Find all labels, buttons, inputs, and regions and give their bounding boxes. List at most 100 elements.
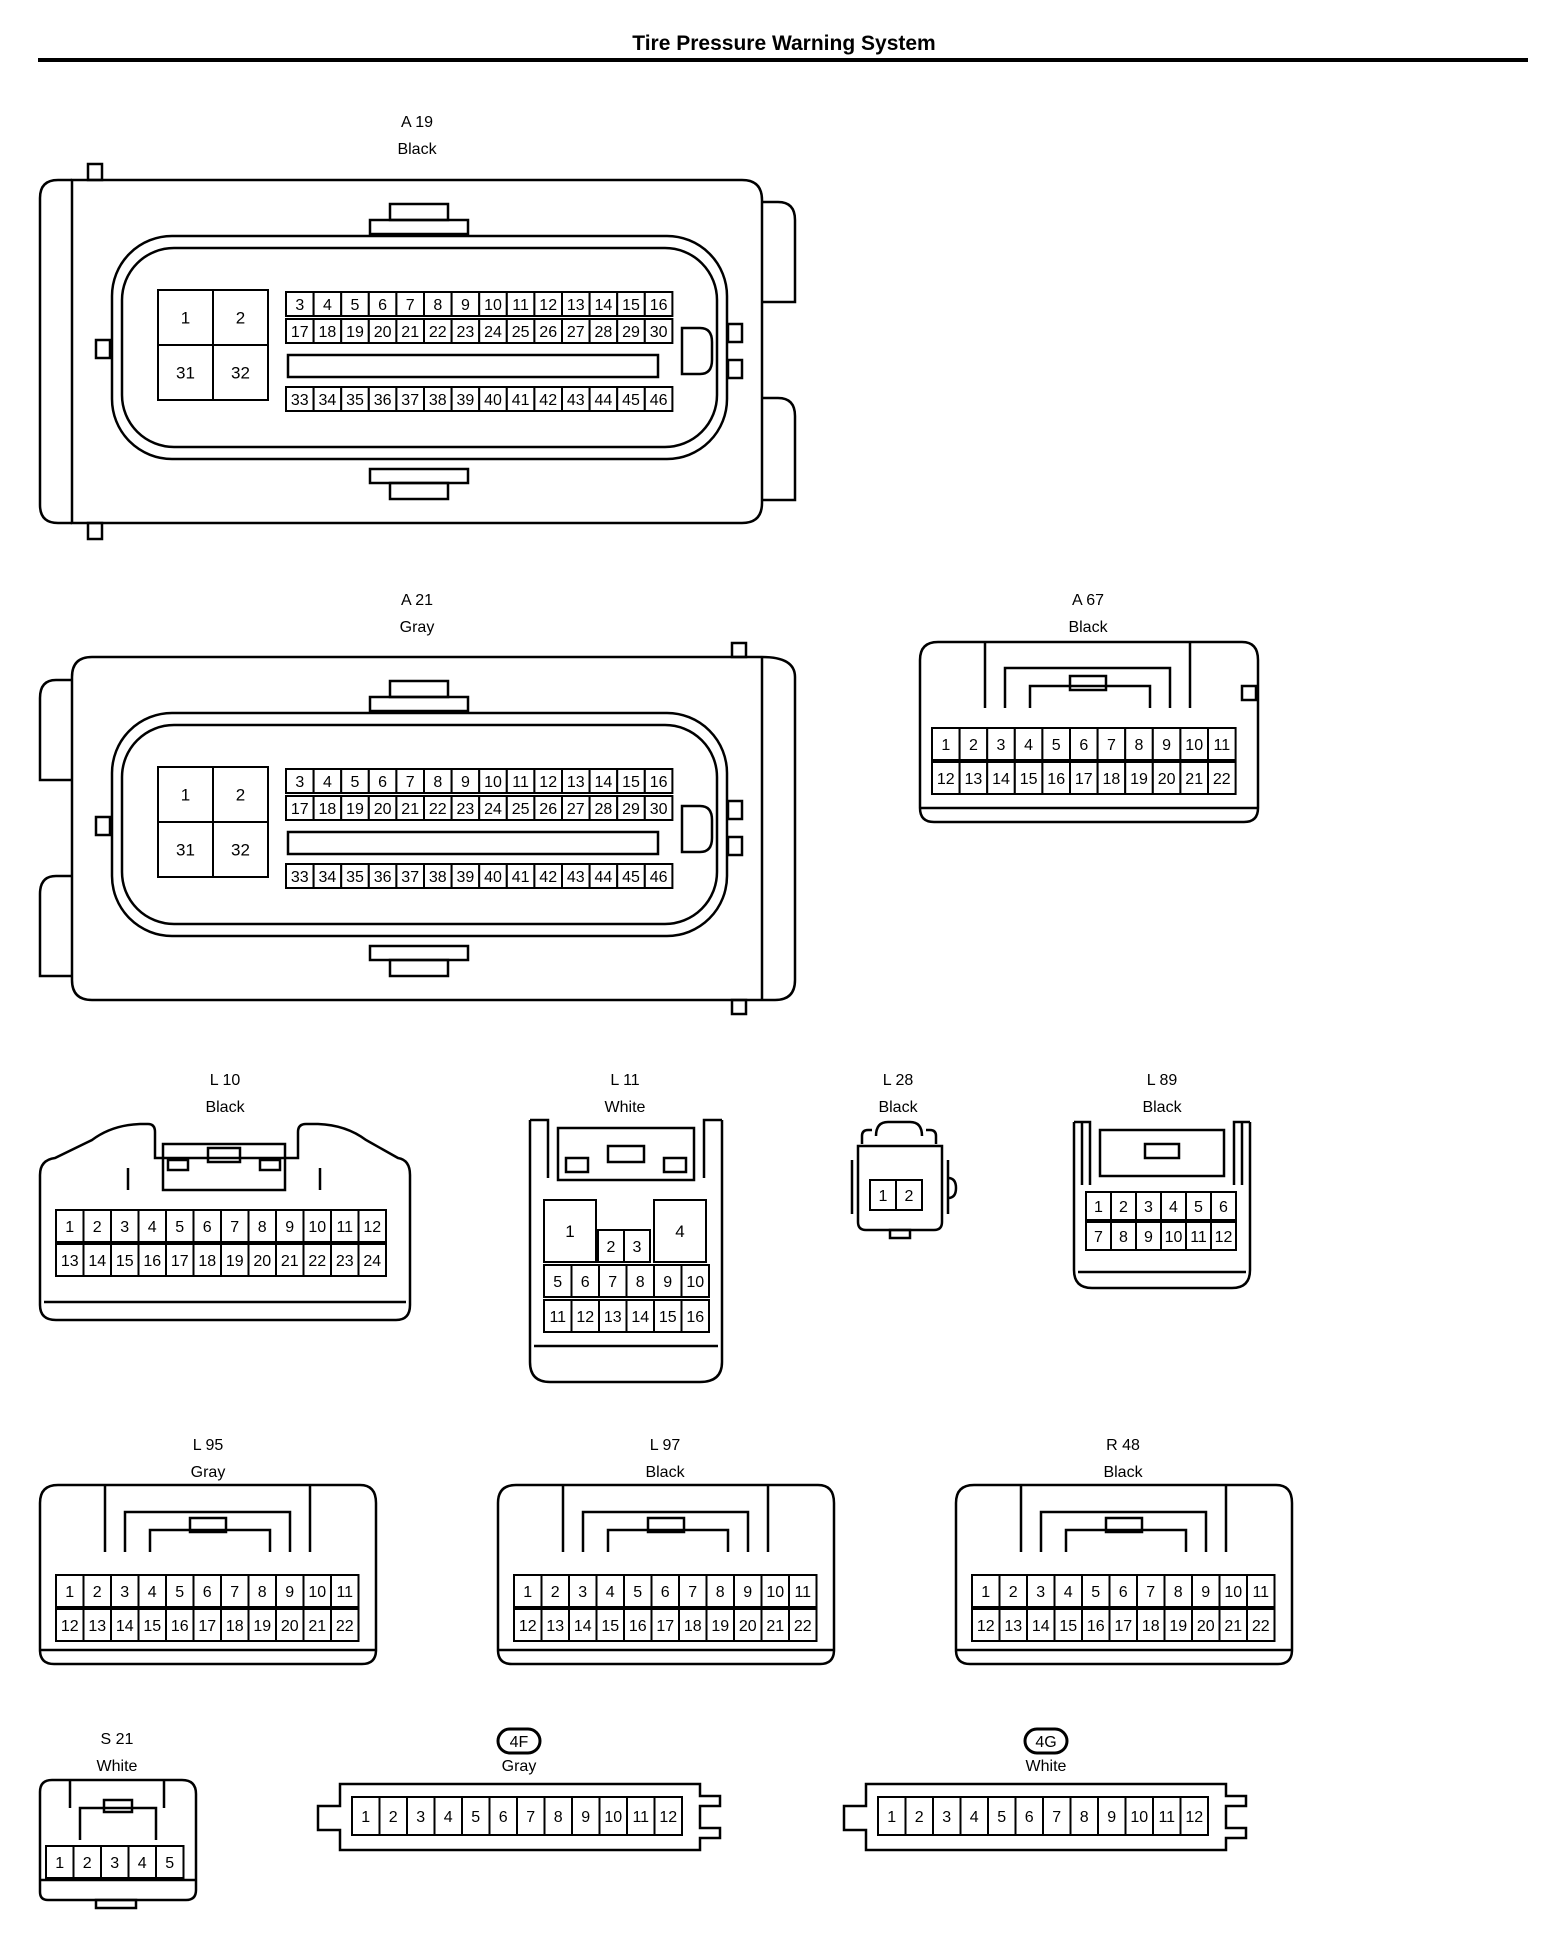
- pin-cell: 22: [302, 1243, 332, 1277]
- connector-housing: [70, 655, 797, 1002]
- pin-cell: 38: [423, 386, 453, 412]
- pin-cell: 3: [1026, 1574, 1056, 1608]
- pin-cell: 16: [1081, 1608, 1111, 1642]
- pin-number: 6: [1079, 737, 1088, 754]
- pin-number: 18: [319, 801, 337, 818]
- pin-cell: 20: [733, 1608, 763, 1642]
- pin-number: 16: [686, 1309, 704, 1326]
- pin-number: 13: [546, 1618, 564, 1635]
- pin-number: 10: [1130, 1809, 1148, 1826]
- pin-number: 8: [716, 1584, 725, 1601]
- pin-cell: 27: [561, 318, 591, 344]
- pin-number: 7: [688, 1584, 697, 1601]
- pin-cell: 25: [505, 318, 536, 344]
- pin-cell: 28: [588, 795, 619, 821]
- pin-number: 1: [65, 1219, 74, 1236]
- pin-cell: 21: [395, 318, 425, 344]
- pin-cell: 21: [395, 795, 425, 821]
- pin-number: 5: [175, 1219, 184, 1236]
- latch-ears: [530, 1118, 722, 1178]
- connector-color: Black: [397, 141, 437, 158]
- pin-cell: 23: [450, 318, 481, 344]
- pin-number: 17: [291, 324, 309, 341]
- pin-cell: 18: [1136, 1608, 1166, 1642]
- connector-code: L 28: [883, 1072, 914, 1089]
- pin-number: 20: [739, 1618, 757, 1635]
- pin-cell: 12: [931, 761, 961, 795]
- pin-number: 7: [1052, 1809, 1061, 1826]
- pin-cell: 3: [932, 1796, 962, 1836]
- pin-cell: 14: [986, 761, 1016, 795]
- pin-cell: 8: [423, 768, 453, 794]
- pin-cell: 2: [82, 1209, 112, 1243]
- pin-cell: 9: [450, 768, 481, 794]
- pin-number: 3: [997, 737, 1006, 754]
- pin-cell: 3: [406, 1796, 436, 1836]
- pin-number: 17: [171, 1253, 189, 1270]
- pin-number: 11: [794, 1584, 811, 1601]
- pin-number: 20: [374, 324, 392, 341]
- junction-4f: 4F Gray: [316, 1727, 722, 1852]
- pin-number: 8: [1080, 1809, 1089, 1826]
- pin-number: 15: [659, 1309, 677, 1326]
- pin-number: 1: [1094, 1199, 1103, 1216]
- pin-cell: 11: [505, 291, 536, 317]
- pin-number: 39: [457, 869, 475, 886]
- lock-frame-inner: [1039, 1510, 1208, 1552]
- pin-cell: 14: [568, 1608, 598, 1642]
- pin-cell: 22: [423, 795, 453, 821]
- pin-cell: 4: [127, 1845, 157, 1879]
- pin-number: 3: [1036, 1584, 1045, 1601]
- lock-frame: [556, 1126, 696, 1182]
- connector-color: White: [97, 1758, 138, 1775]
- pin-cell: 42: [533, 386, 564, 412]
- pin-cell: 15: [110, 1243, 140, 1277]
- pin-cell: 5: [340, 291, 370, 317]
- pin-cell: 13: [561, 291, 591, 317]
- pin-number: 9: [285, 1584, 294, 1601]
- pin-number: 15: [143, 1618, 161, 1635]
- connector-a21: A 21 Gray: [38, 592, 797, 1016]
- pin-number: 34: [319, 392, 337, 409]
- pin-cell: 46: [643, 863, 674, 889]
- pin-number: 4: [675, 1222, 684, 1241]
- pin-cell: 13: [598, 1299, 628, 1333]
- pin-cell: 3: [986, 727, 1016, 761]
- pin-cell: 13: [561, 768, 591, 794]
- pin-number: 1: [523, 1584, 532, 1601]
- pin-number: 2: [607, 1239, 616, 1256]
- lock-tab: [188, 1516, 228, 1534]
- lock-frame-inner: [581, 1510, 750, 1552]
- pin-number: 11: [632, 1809, 649, 1826]
- pin-number: 6: [378, 297, 387, 314]
- pin-cell: 3: [285, 768, 315, 794]
- pin-number: 9: [285, 1219, 294, 1236]
- pin-number: 9: [461, 297, 470, 314]
- lock-tab: [206, 1146, 242, 1164]
- pin-number: 8: [258, 1584, 267, 1601]
- pin-number: 34: [319, 869, 337, 886]
- lock-frame: [68, 1780, 166, 1808]
- pin-cell: 5: [1185, 1191, 1212, 1221]
- connector-code: A 19: [401, 114, 433, 131]
- pin-cell: 15: [137, 1608, 167, 1642]
- connector-housing: [38, 1122, 412, 1322]
- latch-top: [874, 1120, 924, 1137]
- pin-number: 3: [120, 1584, 129, 1601]
- pin-cell: 10: [760, 1574, 790, 1608]
- pin-cell: 5: [165, 1574, 195, 1608]
- pin-number: 17: [1114, 1618, 1132, 1635]
- pin-cell: 10: [1179, 727, 1210, 761]
- connector-a67: A 67 Black: [918, 592, 1260, 824]
- pin-cell: 13: [82, 1608, 112, 1642]
- lock-tab: [606, 1144, 646, 1164]
- pin-cell: 5: [987, 1796, 1017, 1836]
- pin-cell: 15: [1013, 761, 1044, 795]
- pin-number: 1: [941, 737, 950, 754]
- lock-detail: [166, 1158, 190, 1172]
- pin-cell: 24: [357, 1243, 387, 1277]
- pin-number: 4: [148, 1219, 157, 1236]
- junction-4g: 4G White: [842, 1727, 1248, 1852]
- pin-number: 22: [429, 801, 447, 818]
